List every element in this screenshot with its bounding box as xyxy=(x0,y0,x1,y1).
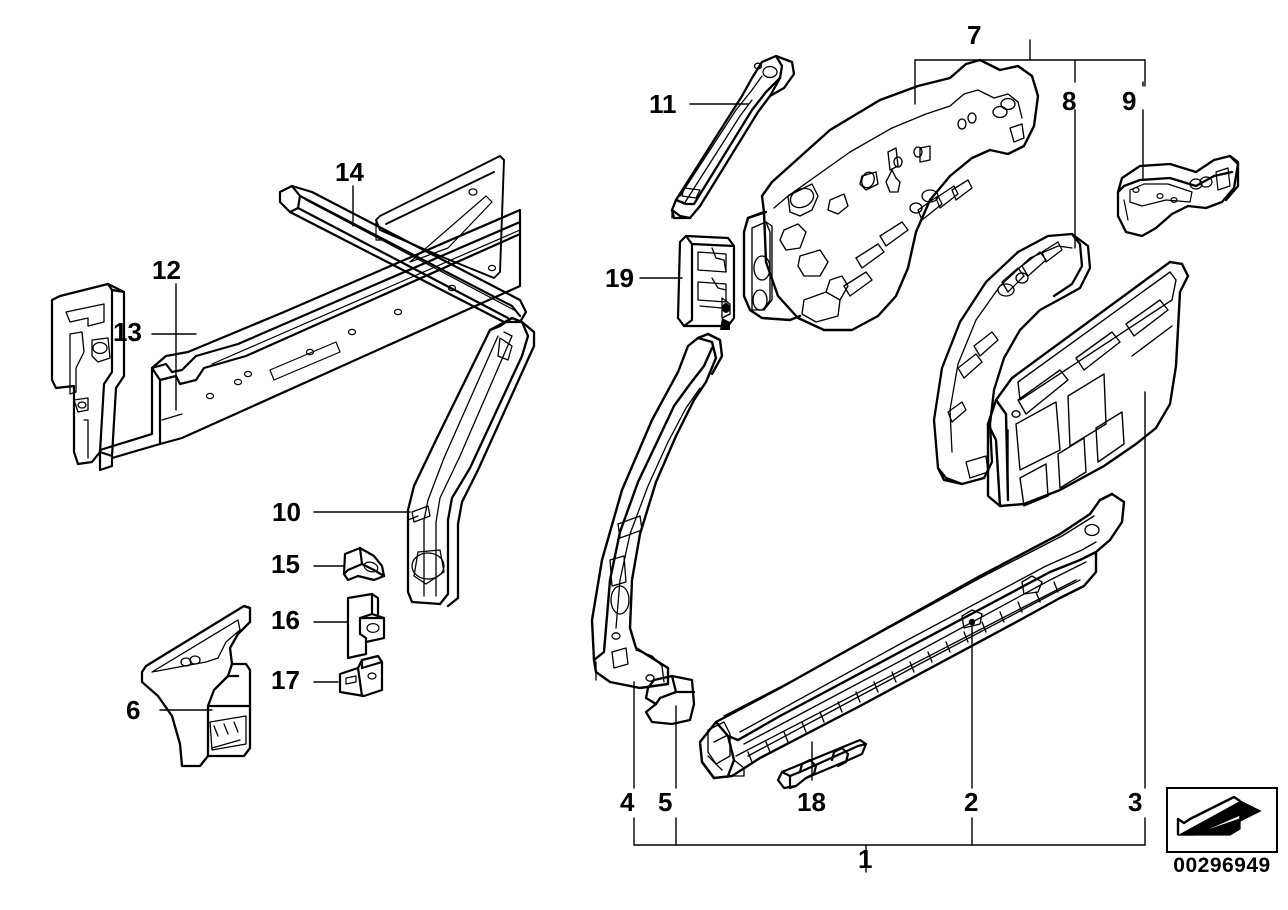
part-10-b-pillar xyxy=(406,316,536,608)
callout-12: 12 xyxy=(152,255,181,285)
part-19-detail xyxy=(697,247,731,330)
part-19-hinge-bracket xyxy=(676,234,736,328)
part-15-bracket xyxy=(342,546,386,582)
part-2-rocker-detail xyxy=(707,515,1100,777)
callout-19: 19 xyxy=(605,263,634,293)
callout-1: 1 xyxy=(858,844,873,874)
callout-6: 6 xyxy=(126,695,141,725)
section-arrow-icon-box xyxy=(1166,787,1278,853)
part-7-inner-wheelhouse xyxy=(742,58,1040,332)
callout-18: 18 xyxy=(797,787,826,817)
callout-10: 10 xyxy=(272,497,301,527)
part-12-sill-rail xyxy=(98,208,522,472)
part-7-detail xyxy=(751,89,1025,323)
part-8-detail xyxy=(947,241,1073,479)
callout-16: 16 xyxy=(271,605,300,635)
callout-17: 17 xyxy=(271,665,300,695)
callout-9: 9 xyxy=(1122,86,1137,116)
callout-14: 14 xyxy=(335,157,364,187)
part-17-bracket xyxy=(338,654,384,698)
callout-4: 4 xyxy=(620,787,635,817)
part-13-bulkhead-panel xyxy=(50,282,126,466)
upper-triangular-panel-detail xyxy=(375,188,493,263)
part-9-detail xyxy=(1123,167,1231,221)
callout-13: 13 xyxy=(113,317,142,347)
part-11-detail xyxy=(671,62,778,219)
part-14-detail xyxy=(305,199,515,311)
section-arrow-icon xyxy=(1176,795,1262,836)
part-12-detail xyxy=(161,229,521,421)
callout-3: 3 xyxy=(1128,787,1143,817)
part-17-detail xyxy=(345,672,377,685)
part-14-roof-rail xyxy=(278,184,528,324)
callout-5: 5 xyxy=(658,787,673,817)
callout-7: 7 xyxy=(967,20,982,50)
part-15-detail xyxy=(363,561,379,573)
part-6-lower-a-pillar xyxy=(140,604,252,768)
diagram-id-number: 00296949 xyxy=(1173,854,1271,877)
callout-8: 8 xyxy=(1062,86,1077,116)
part-5-patch-plate xyxy=(644,674,696,726)
part-8-wheel-arch xyxy=(932,232,1092,486)
part-6-detail xyxy=(151,619,247,751)
callout-15: 15 xyxy=(271,549,300,579)
part-3-detail xyxy=(1007,271,1177,507)
part-13-detail xyxy=(65,303,111,459)
upper-triangular-panel xyxy=(375,155,505,279)
part-16-detail xyxy=(366,622,380,633)
part-9-bracket xyxy=(1116,154,1240,238)
callout-11: 11 xyxy=(649,89,677,119)
part-18-clip-rail xyxy=(776,738,868,790)
part-4-a-pillar-rail xyxy=(590,332,724,690)
part-4-detail xyxy=(595,387,701,683)
part-16-bracket xyxy=(346,592,386,660)
part-10-detail xyxy=(407,331,513,597)
callout-2: 2 xyxy=(964,787,979,817)
